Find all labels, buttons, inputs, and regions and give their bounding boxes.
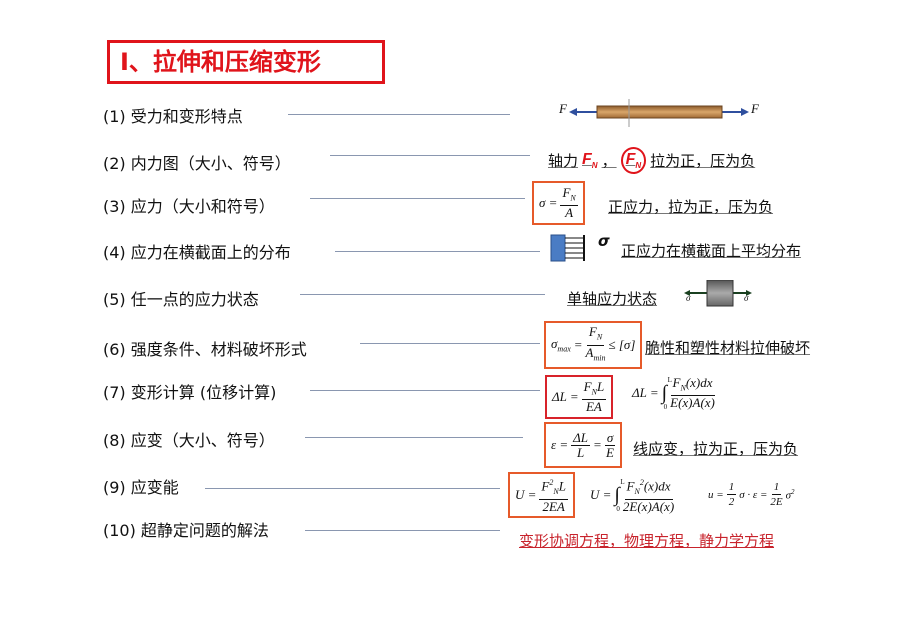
force-label: F <box>559 101 567 116</box>
item-9: (9) 应变能 <box>103 478 179 497</box>
leader-line <box>310 390 540 391</box>
distribution-note: 正应力在横截面上平均分布 <box>621 242 802 260</box>
sigma-left: σ <box>686 293 691 303</box>
indeterminate-note: 变形协调方程，物理方程，静力学方程 <box>519 532 775 550</box>
item-10: (10) 超静定问题的解法 <box>103 521 269 540</box>
leader-line <box>300 294 545 295</box>
item-7: (7) 变形计算 (位移计算) <box>103 383 277 402</box>
stress-note: 正应力，拉为正，压为负 <box>608 198 774 216</box>
stress-distribution-icon <box>550 234 585 262</box>
fn-circled-symbol: FN <box>620 147 647 175</box>
item-2: (2) 内力图（大小、符号） <box>103 154 291 173</box>
leader-line <box>310 198 525 199</box>
axial-force-note: 轴力 FN ， FN 拉为正，压为负 <box>548 147 756 175</box>
leader-line <box>330 155 530 156</box>
failure-note: 脆性和塑性材料拉伸破坏 <box>645 339 811 357</box>
leader-line <box>205 488 500 489</box>
uniaxial-element-icon <box>684 280 752 307</box>
sigma-right: σ <box>744 293 749 303</box>
sign-rule: 拉为正，压为负 <box>650 152 756 171</box>
leader-line <box>360 343 540 344</box>
bar-arrows-icon <box>569 99 749 127</box>
item-8: (8) 应变（大小、符号） <box>103 431 275 450</box>
leader-line <box>305 437 523 438</box>
sigma-label: σ <box>598 232 610 250</box>
force-label: F <box>751 101 759 116</box>
section-title: I、拉伸和压缩变形 <box>107 40 385 84</box>
tension-bar-diagram: F F <box>555 97 765 131</box>
item-1: (1) 受力和变形特点 <box>103 107 243 126</box>
item-3: (3) 应力（大小和符号） <box>103 197 275 216</box>
leader-line <box>335 251 540 252</box>
fn-symbol: FN <box>582 151 598 171</box>
comma: ， <box>601 152 617 171</box>
stress-state-note: 单轴应力状态 <box>567 290 658 308</box>
item-4: (4) 应力在横截面上的分布 <box>103 243 291 262</box>
item-6: (6) 强度条件、材料破坏形式 <box>103 340 307 359</box>
item-5: (5) 任一点的应力状态 <box>103 290 259 309</box>
leader-line <box>288 114 510 115</box>
axial-prefix: 轴力 <box>548 152 579 171</box>
leader-line <box>305 530 500 531</box>
strain-note: 线应变，拉为正，压为负 <box>633 440 799 458</box>
